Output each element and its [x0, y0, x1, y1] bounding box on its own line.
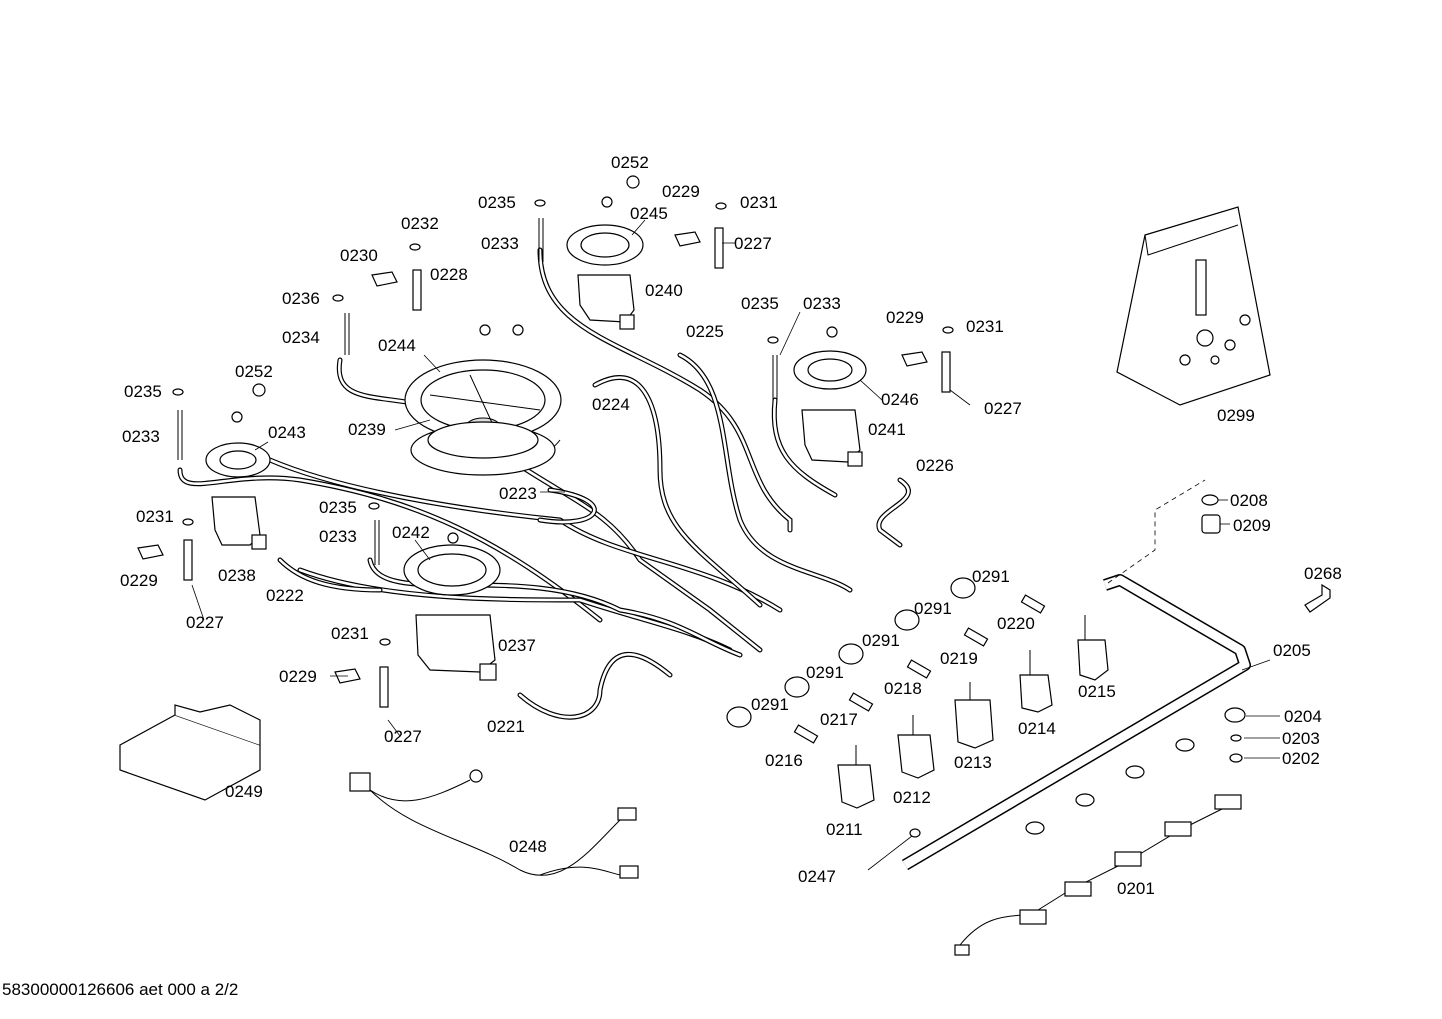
callout-0227c: 0227	[186, 613, 224, 632]
callout-0220: 0220	[997, 614, 1035, 633]
jets	[793, 594, 1046, 744]
callout-0230: 0230	[340, 246, 378, 265]
electrodes	[183, 227, 951, 708]
callout-0229c: 0229	[120, 571, 158, 590]
callout-0236: 0236	[282, 289, 320, 308]
callout-0233d: 0233	[319, 527, 357, 546]
callout-0249: 0249	[225, 782, 263, 801]
callout-0232: 0232	[401, 214, 439, 233]
callout-labels: 0252 0235 0245 0229 0231 0232 0233 0227 …	[120, 153, 1342, 898]
callout-0228: 0228	[430, 265, 468, 284]
callout-0222: 0222	[266, 586, 304, 605]
callout-0218: 0218	[884, 679, 922, 698]
burner-gaskets	[205, 224, 867, 596]
cable-harness-0248	[349, 769, 639, 879]
callout-0224: 0224	[592, 395, 630, 414]
callout-0231d: 0231	[331, 624, 369, 643]
leader-lines	[191, 219, 1280, 871]
clip-0268	[1304, 583, 1331, 613]
callout-0208: 0208	[1230, 491, 1268, 510]
callout-0233: 0233	[481, 234, 519, 253]
callout-0235: 0235	[478, 193, 516, 212]
callout-0235d: 0235	[319, 498, 357, 517]
callout-0238: 0238	[218, 566, 256, 585]
callout-0202: 0202	[1282, 749, 1320, 768]
callout-0291b: 0291	[914, 599, 952, 618]
ignition-harness-0201	[954, 794, 1242, 956]
callout-0234: 0234	[282, 328, 320, 347]
burner-cups	[211, 274, 863, 681]
callout-0203: 0203	[1282, 729, 1320, 748]
callout-0219: 0219	[940, 649, 978, 668]
callout-0245: 0245	[630, 204, 668, 223]
callout-0248: 0248	[509, 837, 547, 856]
callout-0291e: 0291	[751, 695, 789, 714]
callout-0231: 0231	[740, 193, 778, 212]
callout-0291c: 0291	[862, 631, 900, 650]
callout-0201: 0201	[1117, 879, 1155, 898]
retaining-clips	[137, 231, 928, 684]
gas-pipes	[177, 247, 1251, 871]
callout-0235b: 0235	[741, 294, 779, 313]
callout-0252b: 0252	[235, 362, 273, 381]
callout-0233b: 0233	[803, 294, 841, 313]
callout-0216: 0216	[765, 751, 803, 770]
callout-0231c: 0231	[136, 507, 174, 526]
document-code: 58300000126606 aet 000 a 2/2	[2, 980, 239, 999]
callout-0268: 0268	[1304, 564, 1342, 583]
callout-0291a: 0291	[972, 567, 1010, 586]
callout-0240: 0240	[645, 281, 683, 300]
callout-0243: 0243	[268, 423, 306, 442]
callout-0215: 0215	[1078, 682, 1116, 701]
callout-0252: 0252	[611, 153, 649, 172]
callout-0227: 0227	[734, 234, 772, 253]
injector-nozzles	[726, 577, 976, 728]
callout-0211: 0211	[826, 820, 863, 839]
callout-0204: 0204	[1284, 707, 1322, 726]
callout-0214: 0214	[1018, 719, 1056, 738]
callout-0244: 0244	[378, 336, 416, 355]
callout-0247: 0247	[798, 867, 836, 886]
callout-0239: 0239	[348, 420, 386, 439]
callout-0227b: 0227	[984, 399, 1022, 418]
callout-0209: 0209	[1233, 516, 1271, 535]
callout-0231b: 0231	[966, 317, 1004, 336]
callout-0213: 0213	[954, 753, 992, 772]
thermocouples	[177, 218, 778, 565]
callout-0242: 0242	[392, 523, 430, 542]
callout-0246: 0246	[881, 390, 919, 409]
callout-0291d: 0291	[806, 663, 844, 682]
callout-0225: 0225	[686, 322, 724, 341]
callout-0205: 0205	[1273, 641, 1311, 660]
callout-0227d: 0227	[384, 727, 422, 746]
callout-0235c: 0235	[124, 382, 162, 401]
screws-and-washers	[172, 175, 954, 838]
fitting-0208-0209	[1107, 479, 1221, 584]
wok-burner-0244	[404, 359, 562, 476]
callout-0223: 0223	[499, 484, 537, 503]
callout-0233c: 0233	[122, 427, 160, 446]
gas-taps	[837, 615, 1109, 809]
callout-0212: 0212	[893, 788, 931, 807]
callout-0217: 0217	[820, 710, 858, 729]
callout-0221: 0221	[487, 717, 525, 736]
callout-0229d: 0229	[279, 667, 317, 686]
knob-fittings	[1025, 707, 1246, 835]
callout-0241: 0241	[868, 420, 906, 439]
callout-0226: 0226	[916, 456, 954, 475]
callout-0299: 0299	[1217, 406, 1255, 425]
callout-0229: 0229	[662, 182, 700, 201]
kit-pack-0299	[1116, 206, 1271, 406]
callout-0237: 0237	[498, 636, 536, 655]
callout-0229b: 0229	[886, 308, 924, 327]
bracket-0249	[119, 704, 261, 801]
